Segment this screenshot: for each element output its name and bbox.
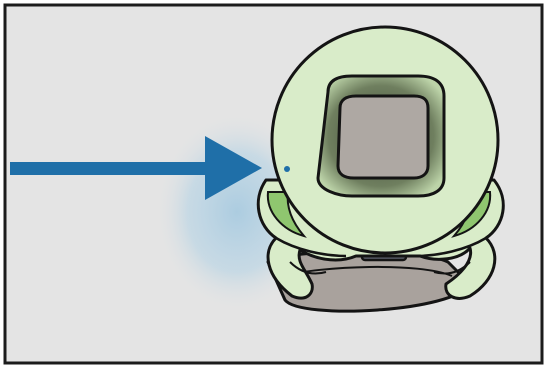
arrow-head [205, 136, 262, 200]
device-screen-face [336, 94, 430, 180]
device-foot-right [415, 236, 487, 258]
arrow-right-icon [10, 136, 262, 200]
device-foot-left [275, 236, 347, 258]
sensor-dot-icon [284, 166, 290, 172]
device-foot-left-inner [289, 261, 327, 275]
smart-display-device-icon [256, 25, 505, 313]
arrow-shaft [10, 162, 215, 175]
device-foot-right-inner [433, 261, 471, 275]
device-accent-left [266, 191, 307, 238]
